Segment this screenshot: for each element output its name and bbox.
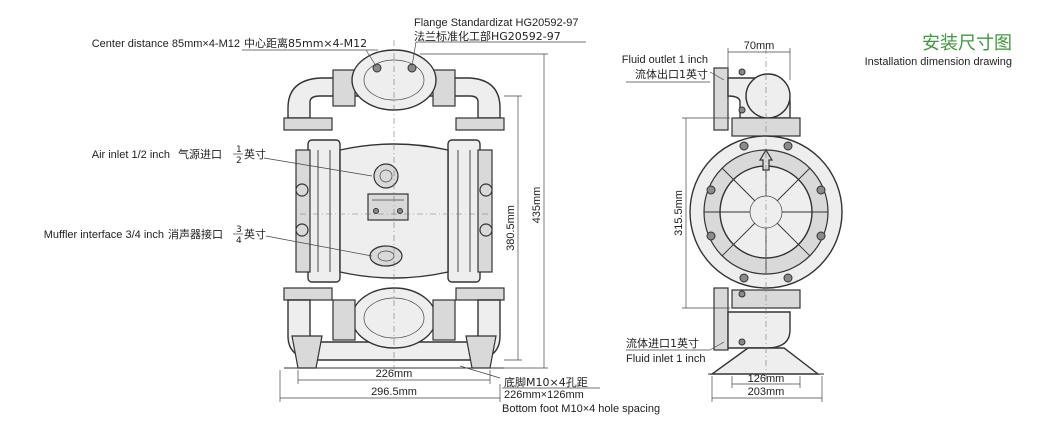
- foot-hole-cn: 底脚M10×4孔距: [504, 375, 588, 389]
- dim-315-5: 315.5mm: [673, 190, 685, 236]
- center-distance-cn: 中心距离85mm×4-M12: [244, 36, 367, 50]
- fluid-outlet-cn: 流体出口1英寸: [635, 67, 708, 81]
- flange-label-cn: 法兰标准化工部HG20592-97: [414, 29, 561, 43]
- fluid-outlet-en: Fluid outlet 1 inch: [622, 54, 708, 66]
- side-view-pump: [689, 48, 843, 380]
- fluid-inlet-cn: 流体进口1英寸: [626, 336, 699, 350]
- muffler-fraction-den: 4: [236, 236, 242, 246]
- fluid-inlet-en: Fluid inlet 1 inch: [626, 353, 706, 365]
- foot-hole-en: Bottom foot M10×4 hole spacing: [502, 403, 660, 415]
- foot-hole-dim: 226mm×126mm: [504, 389, 584, 401]
- flange-label-en: Flange Standardizat HG20592-97: [414, 17, 579, 29]
- air-inlet-fraction-num: 1: [236, 145, 242, 155]
- muffler-fraction-num: 3: [236, 225, 242, 235]
- dim-226: 226mm: [376, 368, 413, 380]
- title-en: Installation dimension drawing: [865, 56, 1012, 68]
- air-inlet-en: Air inlet 1/2 inch: [92, 149, 170, 161]
- callout-leaders: [242, 41, 725, 379]
- dim-380-5: 380.5mm: [505, 205, 517, 251]
- dim-126: 126mm: [748, 373, 785, 385]
- dim-296-5: 296.5mm: [371, 386, 417, 398]
- dimension-lines: [279, 48, 823, 402]
- muffler-en: Muffler interface 3/4 inch: [44, 229, 164, 241]
- center-distance-en: Center distance 85mm×4-M12: [92, 38, 240, 50]
- dim-70: 70mm: [744, 40, 775, 52]
- dim-203: 203mm: [748, 386, 785, 398]
- front-view-pump: [283, 40, 505, 372]
- dim-435: 435mm: [531, 187, 543, 224]
- muffler-cn: 消声器接口: [168, 227, 223, 241]
- title-cn: 安装尺寸图: [922, 33, 1012, 54]
- air-inlet-unit: 英寸: [244, 147, 266, 161]
- air-inlet-cn: 气源进口: [178, 147, 222, 161]
- muffler-unit: 英寸: [244, 227, 266, 241]
- air-inlet-fraction-den: 2: [236, 156, 242, 166]
